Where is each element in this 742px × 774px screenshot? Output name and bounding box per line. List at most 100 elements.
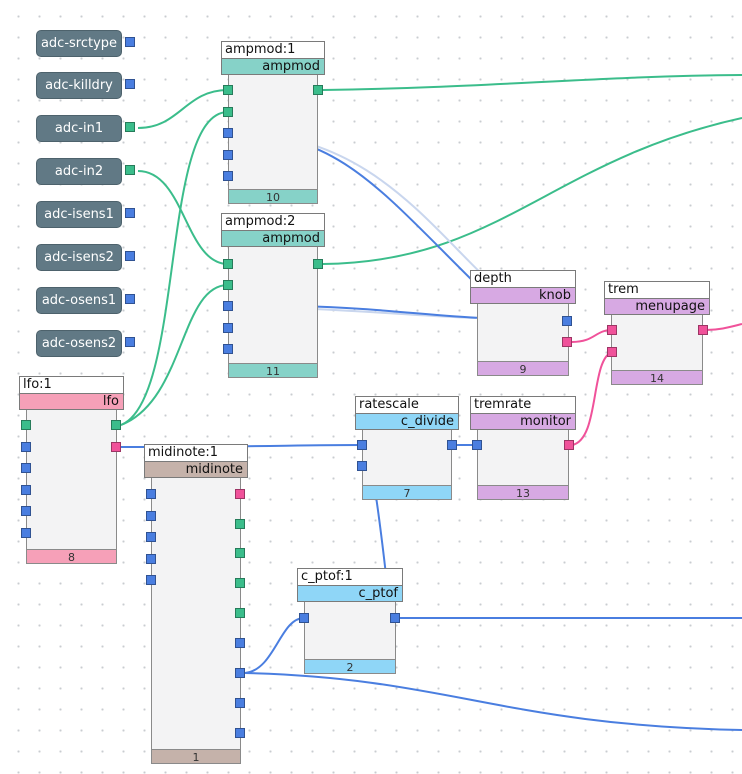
input-port[interactable] [146,532,156,542]
inlet-adc-in2[interactable]: adc-in2 [36,158,135,185]
outlet-port[interactable] [125,337,135,347]
input-port[interactable] [21,528,31,538]
outlet-port[interactable] [125,165,135,175]
output-port[interactable] [562,337,572,347]
output-port[interactable] [235,548,245,558]
input-port[interactable] [21,442,31,452]
output-port[interactable] [235,578,245,588]
outlet-port[interactable] [125,208,135,218]
input-port[interactable] [472,440,482,450]
module-body: 2 [304,602,396,674]
input-port[interactable] [299,613,309,623]
output-port[interactable] [111,442,121,452]
module-title[interactable]: midinote:1 [144,444,248,461]
module-title[interactable]: ampmod:1 [221,41,325,58]
module-type: lfo [19,393,124,410]
module-type: c_ptof [297,585,403,602]
input-port[interactable] [223,107,233,117]
outlet-port[interactable] [125,251,135,261]
outlet-port[interactable] [125,37,135,47]
input-port[interactable] [223,85,233,95]
module-title[interactable]: ratescale [355,396,459,413]
output-port[interactable] [313,85,323,95]
cable-trem-out[interactable] [705,323,742,331]
module-depth[interactable]: depth knob 9 [470,270,576,376]
cable-ampmod2-out[interactable] [322,117,742,265]
input-port[interactable] [357,440,367,450]
output-port[interactable] [313,259,323,269]
inlet-adc-osens1[interactable]: adc-osens1 [36,287,135,314]
output-port[interactable] [235,638,245,648]
input-port[interactable] [21,485,31,495]
output-port[interactable] [698,325,708,335]
output-port[interactable] [235,668,245,678]
output-port[interactable] [235,728,245,738]
input-port[interactable] [223,171,233,181]
input-port[interactable] [223,259,233,269]
output-port[interactable] [562,316,572,326]
module-type: ampmod [221,230,325,247]
input-port[interactable] [146,511,156,521]
input-port[interactable] [223,301,233,311]
output-port[interactable] [564,440,574,450]
module-title[interactable]: c_ptof:1 [297,568,403,585]
module-c_ptof-1[interactable]: c_ptof:1 c_ptof 2 [297,568,403,674]
module-title[interactable]: tremrate [470,396,576,413]
input-port[interactable] [146,489,156,499]
input-port[interactable] [607,325,617,335]
input-port[interactable] [223,344,233,354]
cable-in2-to-ampmod2[interactable] [137,170,229,265]
module-type: menupage [604,298,710,315]
cable-lfo-to-ampmod2[interactable] [120,284,229,426]
cable-ampmod1-out[interactable] [322,74,742,91]
output-port[interactable] [235,489,245,499]
inlet-adc-isens2[interactable]: adc-isens2 [36,244,135,271]
input-port[interactable] [223,323,233,333]
input-port[interactable] [146,554,156,564]
cable-in1-to-ampmod1[interactable] [137,89,229,129]
module-body: 10 [228,75,318,204]
module-ratescale[interactable]: ratescale c_divide 7 [355,396,459,500]
input-port[interactable] [21,420,31,430]
outlet-port[interactable] [125,122,135,132]
inlet-adc-osens2[interactable]: adc-osens2 [36,330,135,357]
inlet-adc-isens1[interactable]: adc-isens1 [36,201,135,228]
module-ampmod-1[interactable]: ampmod:1 ampmod 10 [221,41,325,204]
output-port[interactable] [390,613,400,623]
input-port[interactable] [223,128,233,138]
output-port[interactable] [235,698,245,708]
input-port[interactable] [357,461,367,471]
module-tremrate[interactable]: tremrate monitor 13 [470,396,576,500]
output-port[interactable] [447,440,457,450]
inlet-label: adc-osens1 [41,293,117,308]
cable-depth-to-ampmod2[interactable] [297,305,483,319]
module-title[interactable]: ampmod:2 [221,213,325,230]
input-port[interactable] [146,575,156,585]
module-title[interactable]: trem [604,281,710,298]
input-port[interactable] [21,463,31,473]
module-midinote-1[interactable]: midinote:1 midinote 1 [144,444,248,764]
outlet-port[interactable] [125,79,135,89]
input-port[interactable] [223,280,233,290]
inlet-adc-in1[interactable]: adc-in1 [36,115,135,142]
module-index: 8 [26,549,117,564]
outlet-port[interactable] [125,294,135,304]
module-trem[interactable]: trem menupage 14 [604,281,710,385]
module-title[interactable]: lfo:1 [19,376,124,393]
cable-lfo-to-ampmod1[interactable] [120,111,229,426]
cable-midinote-to-c_ptof[interactable] [244,617,305,674]
input-port[interactable] [21,506,31,516]
module-body: 8 [26,410,117,564]
output-port[interactable] [111,420,121,430]
inlet-adc-killdry[interactable]: adc-killdry [36,72,135,99]
module-lfo-1[interactable]: lfo:1 lfo 8 [19,376,124,564]
inlet-adc-srctype[interactable]: adc-srctype [36,30,135,57]
module-ampmod-2[interactable]: ampmod:2 ampmod 11 [221,213,325,378]
input-port[interactable] [223,150,233,160]
output-port[interactable] [235,519,245,529]
cable-midinote-out[interactable] [244,672,742,731]
output-port[interactable] [235,608,245,618]
input-port[interactable] [607,347,617,357]
module-title[interactable]: depth [470,270,576,287]
cable-tremrate-to-trem[interactable] [571,351,613,446]
